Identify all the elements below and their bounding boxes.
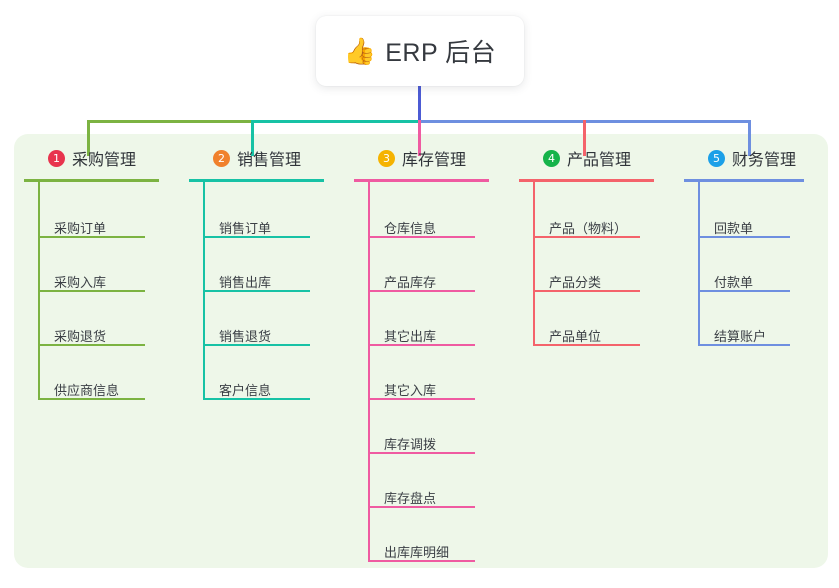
leaf-item-label[interactable]: 销售订单 [219, 221, 272, 236]
root-node-title: ERP 后台 [385, 39, 497, 67]
branch-number-badge-4: 4 [543, 149, 560, 167]
branch-column-4: 4 产品管理产品（物料） 产品分类产品单位 [519, 134, 684, 568]
leaf-item-label[interactable]: 产品（物料） [549, 221, 628, 236]
branch-number-badge-1: 1 [48, 149, 65, 167]
leaf-item-label[interactable]: 客户信息 [219, 383, 272, 398]
branch-drop-connector-5 [748, 120, 751, 156]
branch-header-2[interactable]: 2 销售管理 [213, 146, 301, 170]
branch-header-4[interactable]: 4 产品管理 [543, 146, 631, 170]
branch-header-rule-3 [354, 179, 489, 182]
leaf-item-label[interactable]: 销售退货 [219, 329, 272, 344]
branch-drop-connector-4 [583, 120, 586, 156]
branch-column-2: 2 销售管理销售订单销售出库销售退货客户信息 [189, 134, 354, 568]
leaf-item-label[interactable]: 结算账户 [714, 329, 767, 344]
branch-spine-1 [38, 179, 40, 398]
leaf-item-rule [38, 344, 145, 346]
leaf-item-label[interactable]: 库存盘点 [384, 491, 437, 506]
leaf-item-rule [368, 290, 475, 292]
branch-header-3[interactable]: 3 库存管理 [378, 146, 466, 170]
leaf-item-label[interactable]: 产品分类 [549, 275, 602, 290]
thumbs-up-icon: 👍 [343, 36, 377, 66]
branch-drop-connector-2 [251, 120, 254, 156]
branch-header-1[interactable]: 1 采购管理 [48, 146, 136, 170]
leaf-item-label[interactable]: 仓库信息 [384, 221, 437, 236]
root-stem-connector [418, 86, 421, 123]
leaf-item-rule [368, 452, 475, 454]
branch-title-2: 销售管理 [237, 152, 302, 169]
bus-segment-1 [87, 120, 252, 123]
leaf-item-label[interactable]: 产品单位 [549, 329, 602, 344]
branch-drop-connector-1 [87, 120, 90, 156]
branch-title-4: 产品管理 [567, 152, 632, 169]
branch-header-rule-5 [684, 179, 804, 182]
leaf-item-label[interactable]: 采购订单 [54, 221, 107, 236]
leaf-item-label[interactable]: 付款单 [714, 275, 754, 290]
branch-spine-3 [368, 179, 370, 560]
branch-header-5[interactable]: 5 财务管理 [708, 146, 796, 170]
branch-header-rule-1 [24, 179, 159, 182]
leaf-item-rule [38, 290, 145, 292]
leaf-item-rule [368, 344, 475, 346]
leaf-item-rule [533, 344, 640, 346]
leaf-item-label[interactable]: 回款单 [714, 221, 754, 236]
branch-title-1: 采购管理 [72, 152, 137, 169]
leaf-item-rule [368, 560, 475, 562]
branch-number-badge-2: 2 [213, 149, 230, 167]
leaf-item-rule [203, 236, 310, 238]
leaf-item-rule [368, 236, 475, 238]
branch-column-3: 3 库存管理仓库信息产品库存其它出库其它入库库存调拨库存盘点出库库明细 [354, 134, 519, 568]
branch-number-badge-5: 5 [708, 149, 725, 167]
branch-header-rule-4 [519, 179, 654, 182]
leaf-item-rule [533, 290, 640, 292]
leaf-item-label[interactable]: 供应商信息 [54, 383, 120, 398]
root-node-card[interactable]: 👍 ERP 后台 [316, 16, 524, 86]
leaf-item-rule [38, 398, 145, 400]
leaf-item-label[interactable]: 销售出库 [219, 275, 272, 290]
branch-drop-connector-3 [418, 120, 421, 156]
leaf-item-rule [203, 290, 310, 292]
bus-segment-2 [252, 120, 419, 123]
leaf-item-label[interactable]: 采购入库 [54, 275, 107, 290]
leaf-item-rule [698, 344, 790, 346]
leaf-item-rule [203, 398, 310, 400]
branch-number-badge-3: 3 [378, 149, 395, 167]
leaf-item-label[interactable]: 出库库明细 [384, 545, 450, 560]
leaf-item-label[interactable]: 其它入库 [384, 383, 437, 398]
leaf-item-label[interactable]: 产品库存 [384, 275, 437, 290]
leaf-item-rule [698, 290, 790, 292]
branch-spine-2 [203, 179, 205, 398]
leaf-item-rule [368, 398, 475, 400]
branch-title-5: 财务管理 [732, 152, 797, 169]
branch-header-rule-2 [189, 179, 324, 182]
leaf-item-label[interactable]: 库存调拨 [384, 437, 437, 452]
leaf-item-label[interactable]: 采购退货 [54, 329, 107, 344]
branch-column-5: 5 财务管理回款单付款单结算账户 [684, 134, 834, 568]
leaf-item-rule [38, 236, 145, 238]
branch-spine-4 [533, 179, 535, 344]
leaf-item-rule [698, 236, 790, 238]
diagram-canvas [14, 134, 828, 568]
branch-column-1: 1 采购管理采购订单采购入库采购退货供应商信息 [24, 134, 189, 568]
branch-spine-5 [698, 179, 700, 344]
branch-title-3: 库存管理 [402, 152, 467, 169]
leaf-item-rule [368, 506, 475, 508]
leaf-item-label[interactable]: 其它出库 [384, 329, 437, 344]
leaf-item-rule [203, 344, 310, 346]
leaf-item-rule [533, 236, 640, 238]
